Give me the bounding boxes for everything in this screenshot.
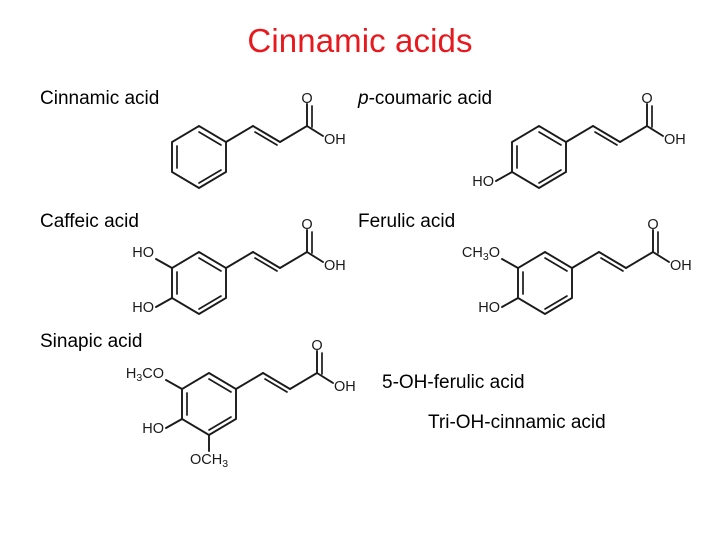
- hydroxyl-label: OH: [334, 379, 356, 395]
- compound-label-italic-prefix: p: [358, 88, 369, 109]
- carbonyl-oxygen-label: O: [301, 217, 312, 233]
- structure-caffeic-acid: HO HO O OH: [132, 217, 346, 319]
- carbonyl-oxygen-label: O: [301, 91, 312, 107]
- carboxyl-group: O OH: [311, 338, 355, 395]
- carbonyl-oxygen-label: O: [311, 338, 322, 354]
- para-hydroxy-substituent: HO: [142, 418, 183, 437]
- ho-label-para: HO: [142, 421, 164, 437]
- methoxy-bottom-subscript: 3: [222, 458, 228, 470]
- ho-label-para: HO: [478, 300, 500, 316]
- carbonyl-oxygen-label: O: [641, 91, 652, 107]
- compound-label-caffeic-acid: Caffeic acid: [40, 211, 139, 232]
- compound-label-text: -coumaric acid: [368, 88, 493, 109]
- methoxy-substituent: CH3O: [462, 245, 519, 269]
- hydroxyl-label: OH: [664, 132, 686, 148]
- methoxy-top-base: H: [126, 366, 136, 382]
- vinyl-double-bond: [225, 125, 308, 146]
- methoxy-top-subscript: 3: [136, 372, 142, 384]
- compound-label-p-coumaric-acid: p-coumaric acid: [358, 87, 492, 110]
- vinyl-double-bond: [225, 251, 308, 272]
- methoxy-oxygen: O: [489, 245, 500, 261]
- ho-label-meta: HO: [132, 245, 154, 261]
- vinyl-double-bond: [571, 251, 654, 272]
- methoxy-top-label: H3CO: [126, 366, 164, 384]
- ho-label-para: HO: [132, 300, 154, 316]
- note-tri-oh-cinnamic-acid: Tri-OH-cinnamic acid: [428, 412, 606, 433]
- page-title: Cinnamic acids: [247, 22, 473, 59]
- structure-cinnamic-acid: O OH: [160, 91, 346, 193]
- structure-p-coumaric-acid: HO O OH: [472, 91, 686, 193]
- compound-label-ferulic-acid: Ferulic acid: [358, 211, 456, 232]
- vinyl-double-bond: [565, 125, 648, 146]
- hydroxyl-label: OH: [670, 258, 692, 274]
- benzene-ring: [181, 371, 237, 437]
- vinyl-double-bond: [235, 372, 318, 393]
- note-5-oh-ferulic-acid: 5-OH-ferulic acid: [382, 372, 525, 393]
- methoxy-label: CH3O: [462, 245, 500, 263]
- hydroxyl-label: OH: [324, 132, 346, 148]
- structure-ferulic-acid: CH3O HO O OH: [462, 217, 692, 319]
- para-hydroxy-substituent: HO: [472, 171, 513, 190]
- structure-sinapic-acid: H3CO HO OCH3 O OH: [126, 338, 356, 470]
- benzene-ring: [171, 124, 227, 190]
- carboxyl-group: O OH: [641, 91, 685, 148]
- methoxy-bottom-substituent: OCH3: [190, 434, 228, 470]
- compound-label-cinnamic-acid: Cinnamic acid: [40, 88, 160, 109]
- methoxy-top-substituent: H3CO: [126, 366, 183, 390]
- compound-label-sinapic-acid: Sinapic acid: [40, 331, 143, 352]
- benzene-ring: [511, 124, 567, 190]
- methoxy-bottom-base: OCH: [190, 452, 222, 468]
- benzene-ring: [171, 250, 227, 316]
- para-hydroxy-substituent: HO: [478, 297, 519, 316]
- meta-hydroxy-substituent: HO: [132, 245, 173, 269]
- benzene-ring: [517, 250, 573, 316]
- methoxy-base: CH: [462, 245, 483, 261]
- para-hydroxy-substituent: HO: [132, 297, 173, 316]
- carboxyl-group: O OH: [647, 217, 691, 274]
- methoxy-top-tail: CO: [142, 366, 164, 382]
- carbonyl-oxygen-label: O: [647, 217, 658, 233]
- hydroxyl-label: OH: [324, 258, 346, 274]
- methoxy-subscript: 3: [483, 251, 489, 263]
- carboxyl-group: O OH: [301, 217, 345, 274]
- methoxy-bottom-label: OCH3: [190, 452, 228, 470]
- carboxyl-group: O OH: [301, 91, 345, 148]
- ho-label-para: HO: [472, 174, 494, 190]
